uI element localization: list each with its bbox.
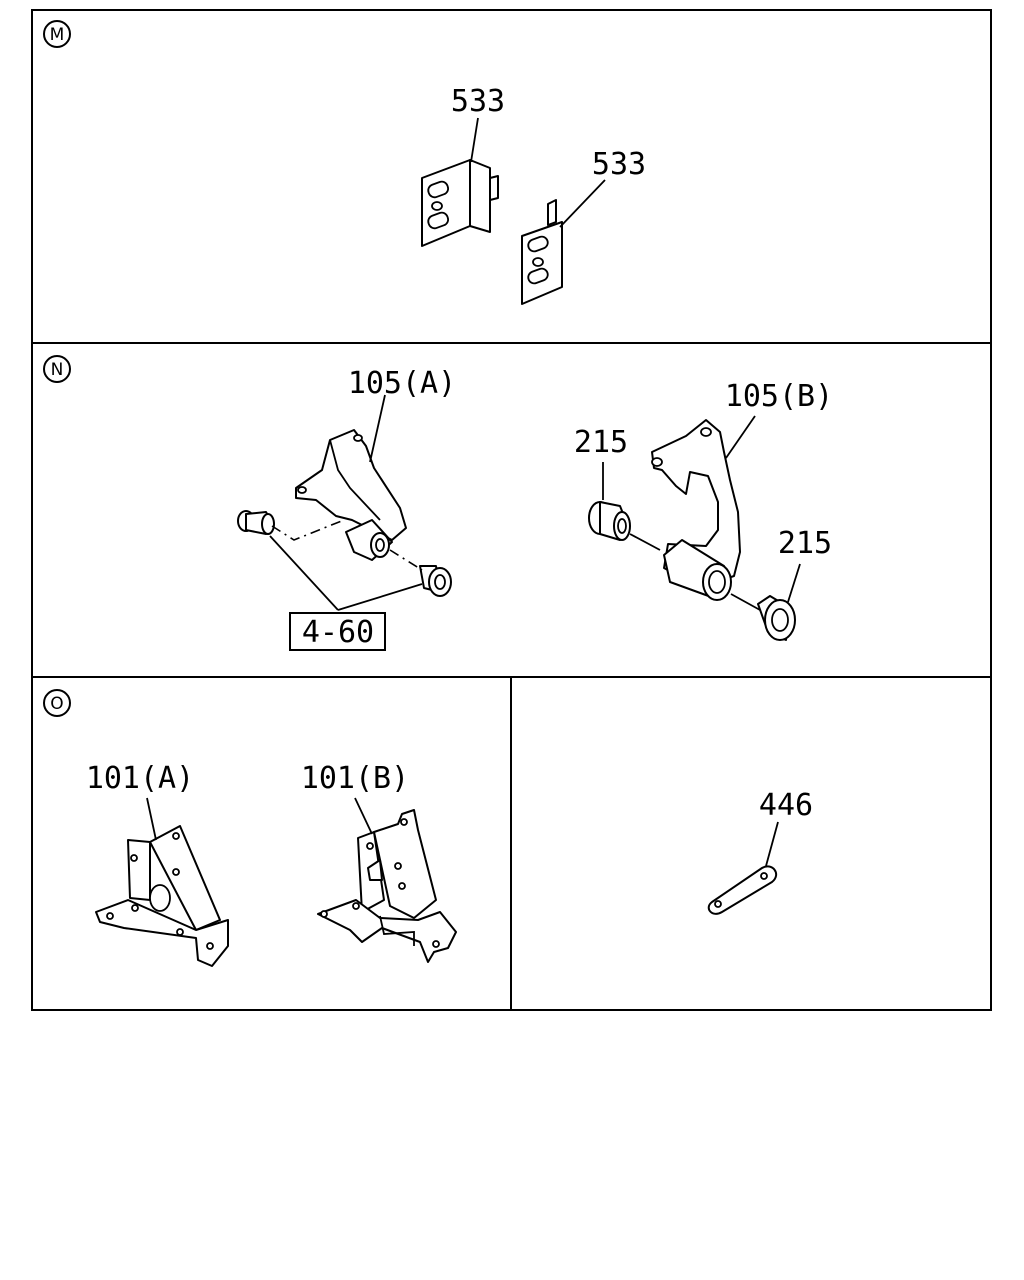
leader-105b: [725, 415, 756, 459]
bracket-533-left: [421, 159, 499, 247]
label-215-right: 215: [778, 526, 832, 561]
label-105a: 105(A): [348, 366, 456, 401]
axis-line-right: [730, 593, 761, 611]
reference-box[interactable]: 4-60: [289, 612, 386, 651]
label-446: 446: [759, 788, 813, 823]
label-101b: 101(B): [301, 761, 409, 796]
label-215-left: 215: [574, 425, 628, 460]
reference-text: 4-60: [302, 615, 374, 650]
marker-letter: O: [50, 694, 63, 714]
section-marker-m: M: [43, 20, 71, 48]
bracket-101b: [317, 809, 457, 963]
marker-letter: M: [50, 25, 65, 45]
arm-105a: [295, 429, 407, 561]
bushing-pin-left: [237, 510, 275, 535]
leader-ref-right: [337, 583, 423, 611]
label-101a: 101(A): [86, 761, 194, 796]
leader-101a: [146, 797, 157, 841]
marker-letter: N: [51, 360, 64, 380]
bushing-215-left: [588, 501, 631, 541]
leader-533-right: [559, 179, 606, 228]
leader-446: [765, 821, 779, 867]
assembly-line-left: [271, 519, 345, 541]
section-lower-right: 446: [707, 788, 813, 915]
bracket-533-right: [521, 199, 563, 305]
plate-446: [707, 865, 778, 915]
arm-105b: [651, 419, 741, 601]
label-533-right: 533: [592, 147, 646, 182]
leader-215-right: [787, 563, 801, 603]
diagram-frame: [31, 9, 992, 1011]
assembly-line-right: [389, 549, 423, 571]
leader-105a: [369, 394, 386, 463]
section-o: O 101(A): [43, 689, 457, 967]
section-marker-o: O: [43, 689, 71, 717]
leader-ref-left: [269, 535, 339, 611]
section-m: M 533 533: [43, 20, 646, 305]
bushing-215-right: [757, 595, 796, 641]
bracket-101a: [95, 825, 229, 967]
axis-line-left: [629, 533, 661, 551]
label-105b: 105(B): [725, 379, 833, 414]
section-n: N 105(A): [43, 355, 833, 651]
leader-533-left: [470, 117, 479, 163]
label-533-left: 533: [451, 84, 505, 119]
section-marker-n: N: [43, 355, 71, 383]
bushing-pin-right: [419, 565, 452, 597]
leader-101b: [354, 797, 373, 835]
